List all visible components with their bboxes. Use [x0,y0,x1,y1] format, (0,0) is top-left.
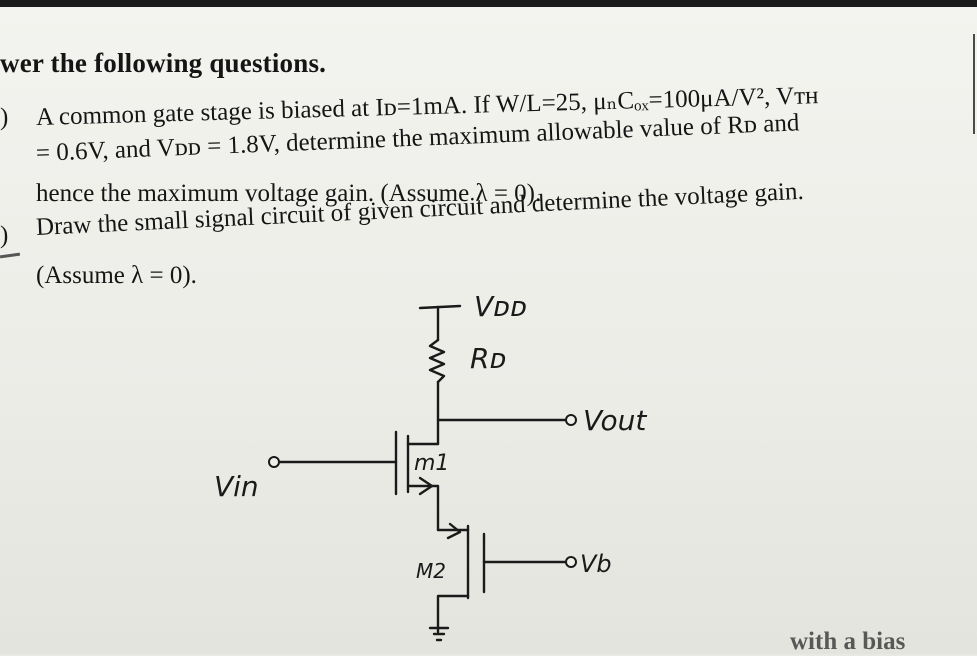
section-heading: wer the following questions. [0,48,327,78]
rd-label: Rᴅ [470,342,506,375]
resistor-rd [428,338,446,384]
m2-source-stub [436,594,470,634]
vb-label: Vb [580,550,612,578]
vdd-rail [418,304,462,310]
question-b-line-2: (Assume λ = 0). [36,262,197,289]
vout-label: Vout [583,404,647,437]
m1-label: m1 [414,451,449,476]
m1-source-arrow [418,476,434,496]
ground-symbol [428,626,450,642]
m2-label: M2 [416,559,446,583]
question-a-line-3: hence the maximum voltage gain. (Assume … [36,180,542,207]
m1-source-stub [406,484,440,532]
m2-drain-arrow [446,522,462,540]
vin-label: Vin [214,470,259,503]
vout-terminal [565,414,577,426]
vin-terminal [268,456,280,468]
next-question-partial-text: with a bias [790,628,906,655]
question-b-marker: ) [0,222,9,249]
vdd-label: Vᴅᴅ [474,290,527,323]
vb-terminal [565,556,577,568]
page-frame-line [973,34,975,134]
question-a-marker: ) [0,104,9,131]
document-page [0,7,977,654]
top-edge-bar [0,0,977,7]
